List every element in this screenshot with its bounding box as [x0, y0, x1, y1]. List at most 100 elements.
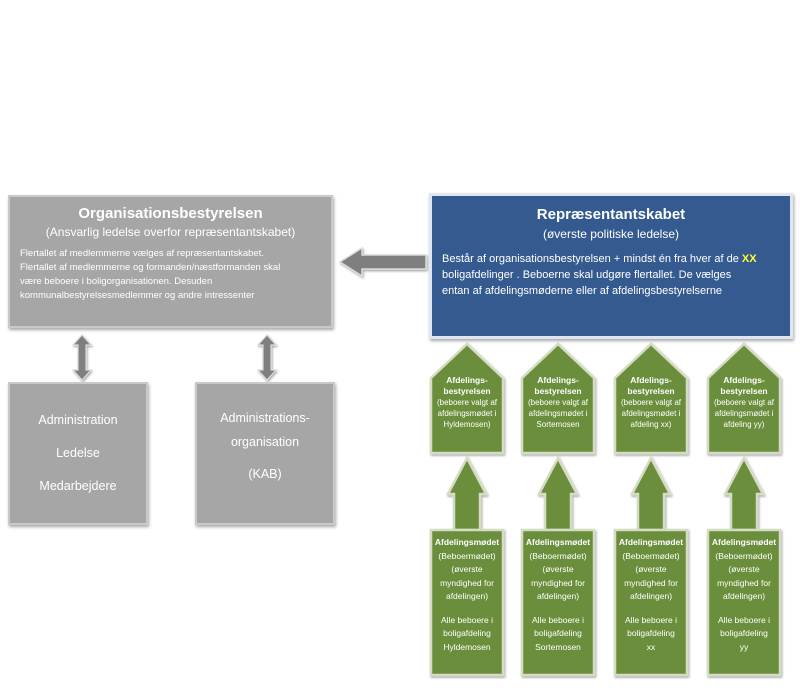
administration-line: Ledelse [56, 446, 100, 460]
meeting-title: Afdelingsmødet [711, 537, 777, 547]
meeting-line: myndighed for [440, 577, 494, 588]
department-title: bestyrelsen [720, 386, 768, 396]
meeting-line: afdelingen) [536, 591, 580, 601]
department-board-text: Afdelings- bestyrelsen (beboere valgt af… [431, 375, 503, 430]
department-line: afdeling yy) [723, 420, 765, 429]
department-line: afdelingsmødet i [621, 409, 681, 418]
arrow-left-icon [338, 246, 427, 278]
meeting-line: (Beboermødet) [529, 550, 587, 561]
department-line: (beboere valgt af [620, 398, 682, 407]
meeting-line: Alle beboere i [441, 614, 493, 625]
up-arrow-icon [536, 455, 580, 532]
description-line: kommunalbestyrelsesmedlemmer og andre in… [20, 290, 255, 301]
meeting-line: Sortemosen [535, 641, 581, 652]
department-title: bestyrelsen [534, 386, 582, 396]
meeting-line: Alle beboere i [625, 614, 677, 625]
meeting-line: myndighed for [717, 577, 771, 588]
representative-council-title: Repræsentantskabet [536, 206, 686, 223]
representative-council-description: Består af organisationsbestyrelsen + min… [442, 251, 780, 299]
department-meeting-box [613, 528, 689, 677]
department-meeting-box [520, 528, 596, 677]
highlight-xx: XX [741, 253, 757, 265]
up-arrow-icon [629, 455, 673, 532]
meeting-title: Afdelingsmødet [525, 537, 591, 547]
admin-org-line: (KAB) [248, 467, 282, 481]
department-board-shape [520, 342, 596, 455]
meeting-line: myndighed for [624, 577, 678, 588]
meeting-line: xx [646, 641, 656, 652]
meeting-line: (Beboermødet) [715, 550, 773, 561]
meeting-line: afdelingen) [445, 591, 489, 601]
description-line: entan af afdelingsmøderne eller af afdel… [442, 285, 723, 297]
admin-org-line: organisation [230, 435, 300, 449]
department-title: Afdelings- [446, 375, 488, 385]
meeting-line: Alle beboere i [532, 614, 584, 625]
meeting-line: boligafdeling [627, 628, 675, 638]
administration-line: Administration [38, 413, 118, 427]
representative-council-box: Repræsentantskabet (øverste politiske le… [429, 193, 793, 339]
meeting-line: (øverste [635, 564, 667, 574]
meeting-line: afdelingen) [629, 591, 673, 601]
department-meeting-text: Afdelingsmødet (Beboermødet) (øverste my… [708, 536, 780, 654]
meeting-title: Afdelingsmødet [618, 537, 684, 547]
description-line: Flertallet af medlemmerne vælges af repr… [20, 248, 264, 259]
meeting-line: (øverste [542, 564, 574, 574]
meeting-title: Afdelingsmødet [434, 537, 500, 547]
department-line: (beboere valgt af [436, 398, 498, 407]
department-title: Afdelings- [723, 375, 765, 385]
department-meeting-text: Afdelingsmødet (Beboermødet) (øverste my… [522, 536, 594, 654]
meeting-line: Alle beboere i [718, 614, 770, 625]
description-line: være beboere i boligorganisationen. Desu… [20, 276, 213, 287]
department-meeting-box [429, 528, 505, 677]
meeting-line: boligafdeling [720, 628, 768, 638]
meeting-line: Hyldemosen [443, 641, 491, 652]
department-line: afdelingsmødet i [714, 409, 774, 418]
description-text: Består af organisationsbestyrelsen + min… [442, 253, 742, 265]
representative-council-subtitle: (øverste politiske ledelse) [542, 227, 680, 241]
department-board-shape [613, 342, 689, 455]
meeting-line: (Beboermødet) [622, 550, 680, 561]
department-board-text: Afdelings- bestyrelsen (beboere valgt af… [522, 375, 594, 430]
organisation-board-description: Flertallet af medlemmerne vælges af repr… [20, 247, 321, 303]
up-arrow-icon [445, 455, 489, 532]
description-line: boligafdelinger . Beboerne skal udgøre f… [442, 269, 732, 281]
department-title: bestyrelsen [627, 386, 675, 396]
admin-org-line: Administrations- [220, 411, 310, 425]
meeting-line: (øverste [728, 564, 760, 574]
department-line: Hyldemosen) [443, 420, 491, 429]
administration-box: Administration Ledelse Medarbejdere [8, 382, 148, 525]
meeting-line: myndighed for [531, 577, 585, 588]
department-meeting-box [706, 528, 782, 677]
department-meeting-text: Afdelingsmødet (Beboermødet) (øverste my… [615, 536, 687, 654]
department-line: Sortemosen [536, 420, 580, 429]
organisation-board-title: Organisationsbestyrelsen [78, 205, 263, 222]
administration-organisation-box: Administrations- organisation (KAB) [195, 382, 335, 525]
meeting-line: boligafdeling [443, 628, 491, 638]
double-arrow-icon [71, 334, 93, 381]
department-meeting-text: Afdelingsmødet (Beboermødet) (øverste my… [431, 536, 503, 654]
double-arrow-icon [256, 334, 278, 381]
department-board-text: Afdelings- bestyrelsen (beboere valgt af… [708, 375, 780, 430]
meeting-line: (øverste [451, 564, 483, 574]
meeting-line: yy [739, 641, 749, 652]
department-line: afdeling xx) [630, 420, 672, 429]
up-arrow-icon [722, 455, 766, 532]
meeting-line: afdelingen) [722, 591, 766, 601]
department-line: (beboere valgt af [713, 398, 775, 407]
meeting-line: boligafdeling [534, 628, 582, 638]
department-line: afdelingsmødet i [437, 409, 497, 418]
department-title: Afdelings- [630, 375, 672, 385]
department-line: (beboere valgt af [527, 398, 589, 407]
department-board-shape [429, 342, 505, 455]
organisation-board-box: Organisationsbestyrelsen (Ansvarlig lede… [8, 195, 333, 328]
description-line: Består af organisationsbestyrelsen + min… [442, 251, 780, 267]
department-title: Afdelings- [537, 375, 579, 385]
department-line: afdelingsmødet i [528, 409, 588, 418]
department-board-text: Afdelings- bestyrelsen (beboere valgt af… [615, 375, 687, 430]
organisation-board-subtitle: (Ansvarlig ledelse overfor repræsentants… [45, 225, 296, 239]
administration-line: Medarbejdere [39, 479, 117, 493]
description-line: Flertallet af medlemmerne og formanden/n… [20, 262, 281, 273]
meeting-line: (Beboermødet) [438, 550, 496, 561]
department-title: bestyrelsen [443, 386, 491, 396]
